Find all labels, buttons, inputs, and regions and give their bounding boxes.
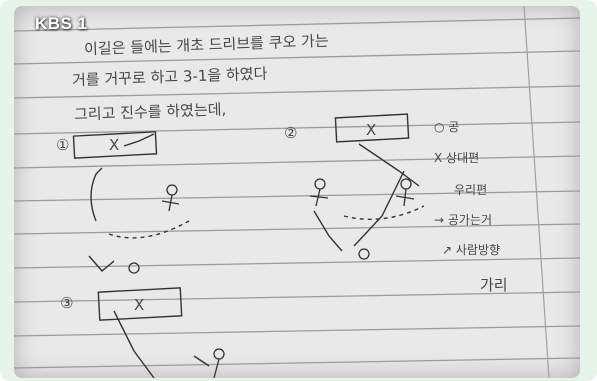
legend-item-ball: ○ 공 <box>434 120 460 134</box>
legend-item-opponent: X 상대편 <box>434 151 480 165</box>
legend-item-ball-path: → 공가는거 <box>434 213 493 227</box>
diagram-number-3: ③ <box>60 294 74 312</box>
notebook-photo: KBS 1 이길은 들에는 개초 드리브를 쿠오 가는 거를 거꾸로 하고 3-… <box>14 6 580 378</box>
notebook-page <box>14 6 580 378</box>
diagram-number-1: ① <box>56 136 70 154</box>
diagram-1-x: X <box>109 136 120 154</box>
diagram-3-x: X <box>134 296 145 314</box>
diagram-2-x: X <box>366 121 377 139</box>
diagram-number-2: ② <box>284 124 298 142</box>
kbs-watermark: KBS 1 <box>35 14 88 33</box>
legend-item-team: 우리편 <box>454 183 488 197</box>
legend-item-distance: 가리 <box>480 276 508 294</box>
legend-item-person-direction: ↗ 사람방향 <box>442 243 501 257</box>
